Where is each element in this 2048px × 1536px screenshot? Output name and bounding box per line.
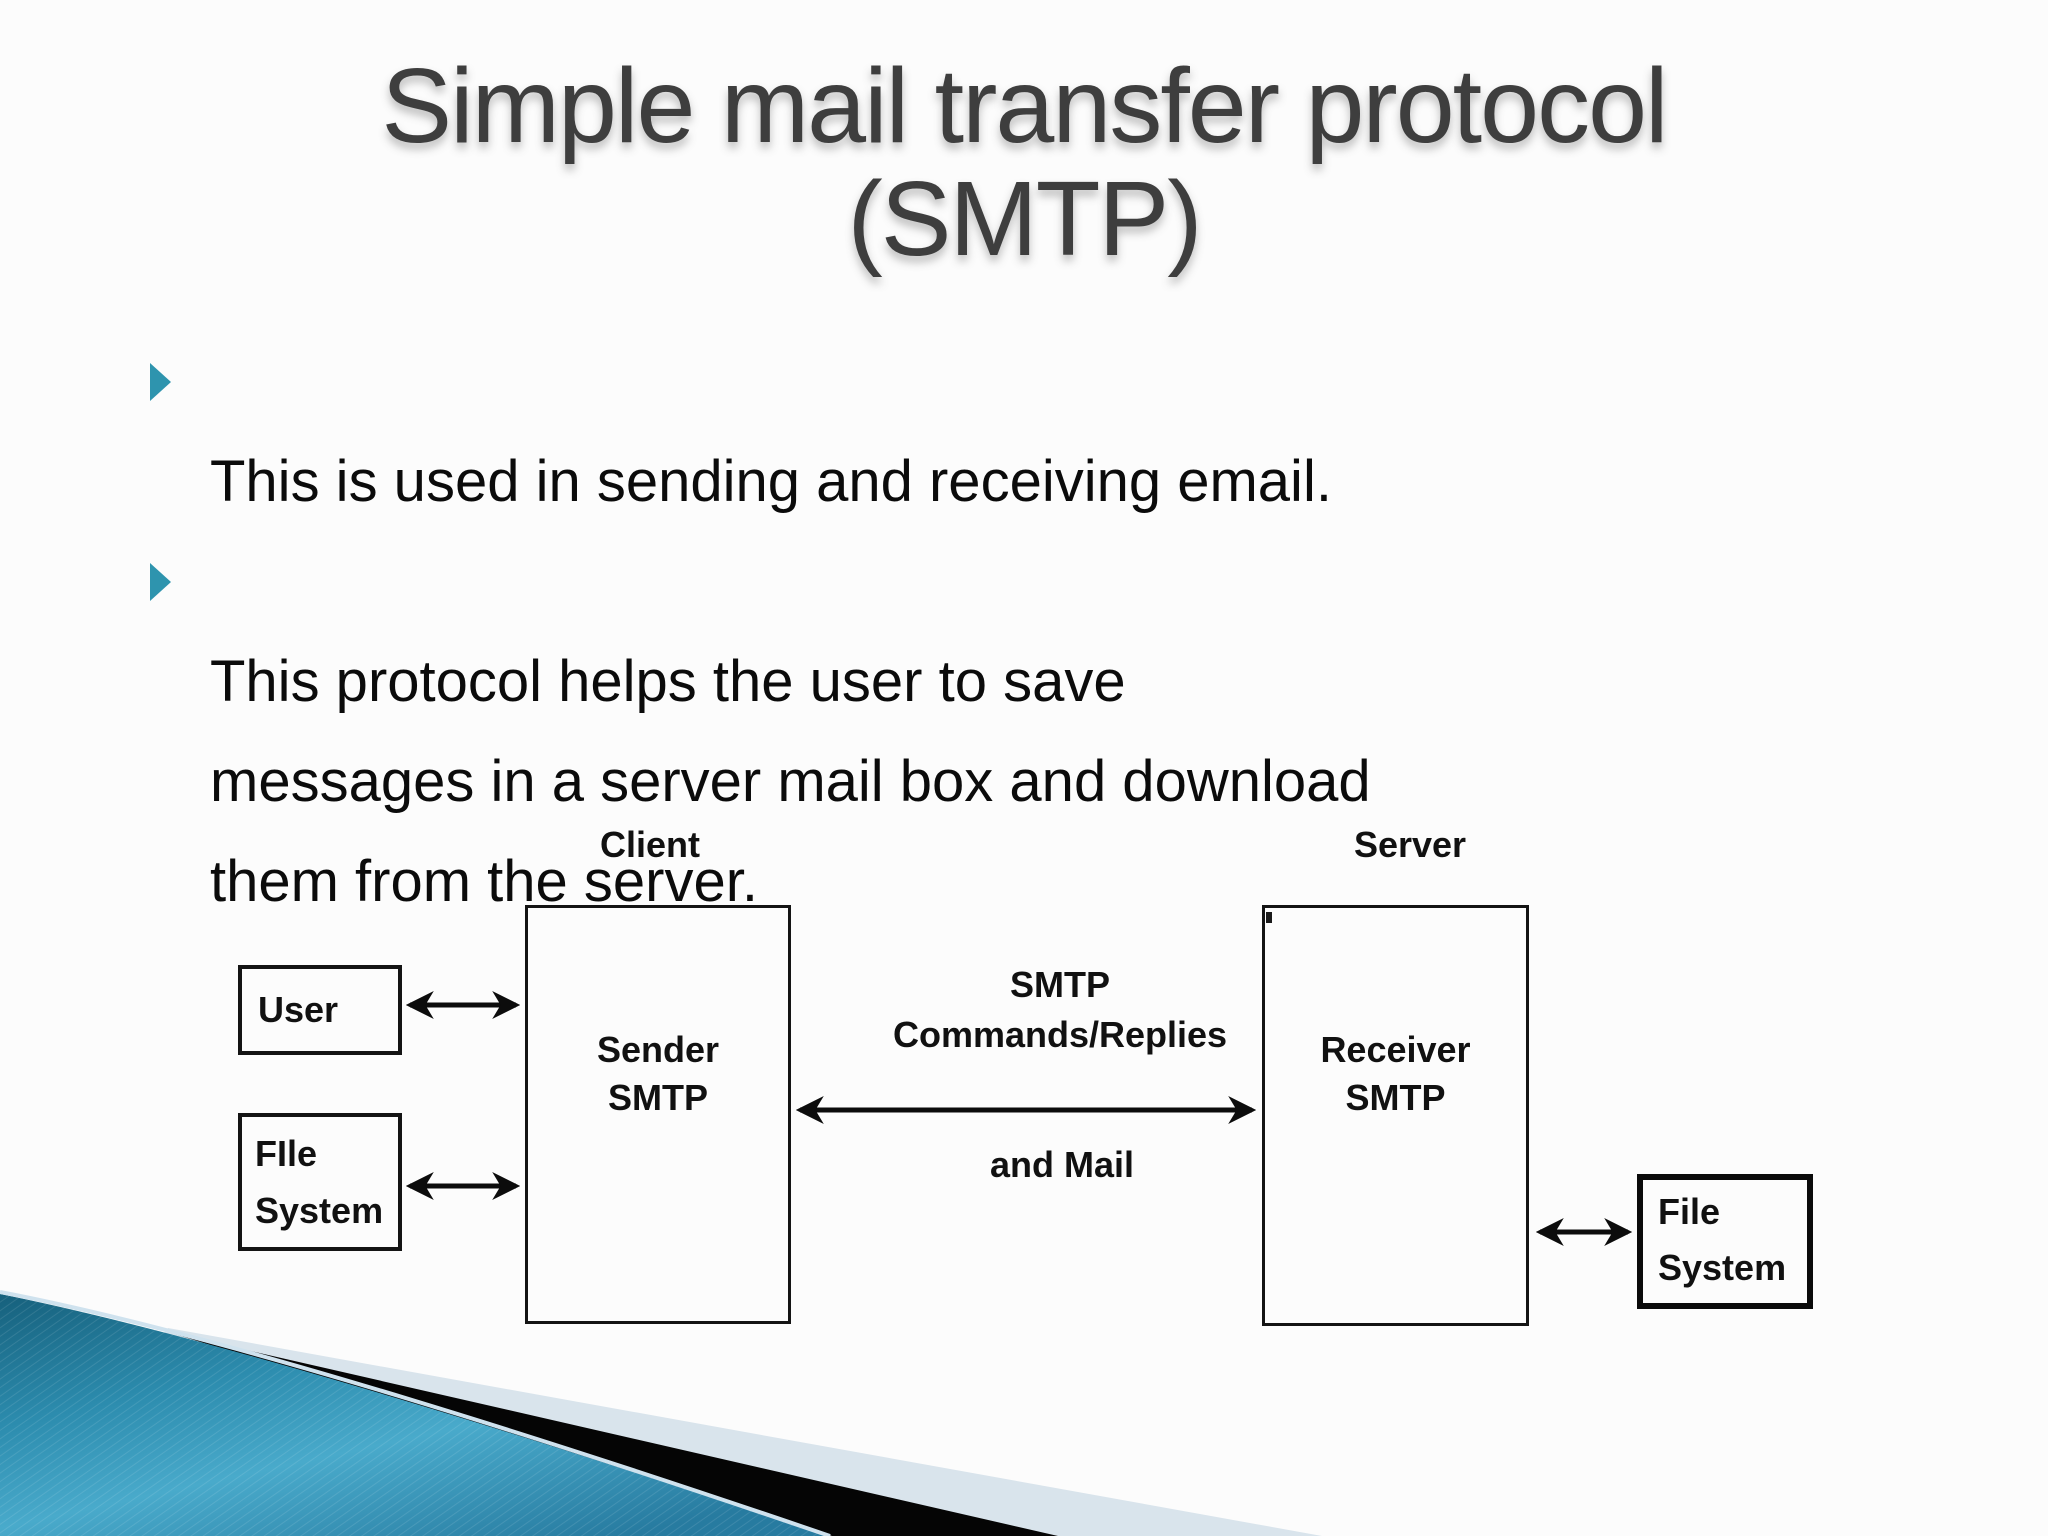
- smtp-commands-replies-label: SMTP Commands/Replies: [892, 964, 1228, 1055]
- and-mail-label: and Mail: [989, 1144, 1135, 1185]
- bullet-triangle-icon: [150, 363, 171, 401]
- black-band-shape: [168, 1332, 1058, 1536]
- scan-artifact-tick: [1266, 912, 1272, 923]
- slide-title-line1: Simple mail transfer protocol: [381, 47, 1668, 165]
- pale-edge-line: [0, 1290, 831, 1536]
- bullet-text: This is used in sending and receiving em…: [210, 449, 1332, 514]
- bullet-text: This protocol helps the user to save mes…: [210, 649, 1371, 914]
- bullet-item: This is used in sending and receiving em…: [150, 332, 1970, 532]
- file-system-left-label: FIle System: [255, 1133, 384, 1231]
- teal-wedge-texture: [0, 1294, 828, 1536]
- bullet-triangle-icon: [150, 563, 171, 601]
- sender-smtp-label: Sender SMTP: [596, 1029, 720, 1118]
- receiver-smtp-label: Receiver SMTP: [1320, 1029, 1471, 1118]
- user-box-label: User: [258, 989, 339, 1030]
- file-system-left-box: FIle System: [238, 1113, 402, 1251]
- slide-title-line2: (SMTP): [847, 160, 1202, 279]
- bullet-item: This protocol helps the user to save mes…: [150, 532, 1970, 932]
- corner-swoosh-decoration: [0, 1290, 1322, 1536]
- file-system-right-box: File System: [1637, 1174, 1813, 1309]
- file-system-right-label: File System: [1658, 1191, 1787, 1288]
- sender-smtp-box: Sender SMTP: [525, 905, 791, 1324]
- bullet-list: This is used in sending and receiving em…: [150, 332, 1970, 932]
- client-label: Client: [599, 824, 700, 865]
- user-box: User: [238, 965, 402, 1055]
- server-label: Server: [1353, 824, 1467, 865]
- receiver-smtp-box: Receiver SMTP: [1262, 905, 1529, 1326]
- slide-title: Simple mail transfer protocol (SMTP): [0, 47, 2048, 279]
